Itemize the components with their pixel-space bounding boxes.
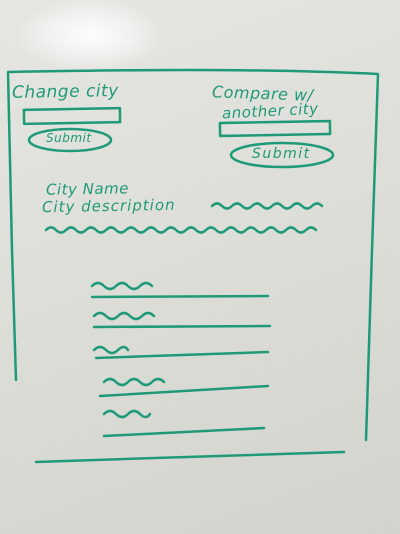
- list-item: [102, 409, 266, 438]
- list-item-squiggle: [102, 377, 166, 387]
- list-item-squiggle: [102, 409, 152, 419]
- list-item: [98, 377, 270, 398]
- list-item-squiggle: [92, 311, 156, 321]
- page-frame: [6, 68, 380, 442]
- change-city-submit-oval: [27, 127, 113, 153]
- list-item-squiggle: [92, 345, 130, 355]
- change-city-input-box: [22, 106, 122, 126]
- list-item: [92, 345, 270, 360]
- city-name-label: City Name: [45, 179, 130, 199]
- list-item: [90, 281, 270, 299]
- list-item-squiggle: [90, 281, 154, 291]
- compare-submit-button[interactable]: Submit: [252, 146, 311, 162]
- page-frame-bottom: [34, 450, 346, 464]
- description-squiggle-2: [44, 226, 318, 234]
- description-squiggle-1: [210, 202, 324, 210]
- list-item-line: [92, 324, 272, 329]
- list-item: [92, 311, 272, 329]
- list-item-line: [102, 426, 266, 438]
- compare-submit-oval: [229, 141, 335, 169]
- city-description-label: City description: [41, 195, 176, 217]
- change-city-label: Change city: [11, 81, 119, 103]
- compare-input-box: [218, 119, 332, 138]
- list-item-line: [90, 294, 270, 299]
- list-item-line: [94, 350, 270, 360]
- list-item-line: [98, 384, 270, 398]
- change-city-submit-button[interactable]: Submit: [46, 131, 92, 145]
